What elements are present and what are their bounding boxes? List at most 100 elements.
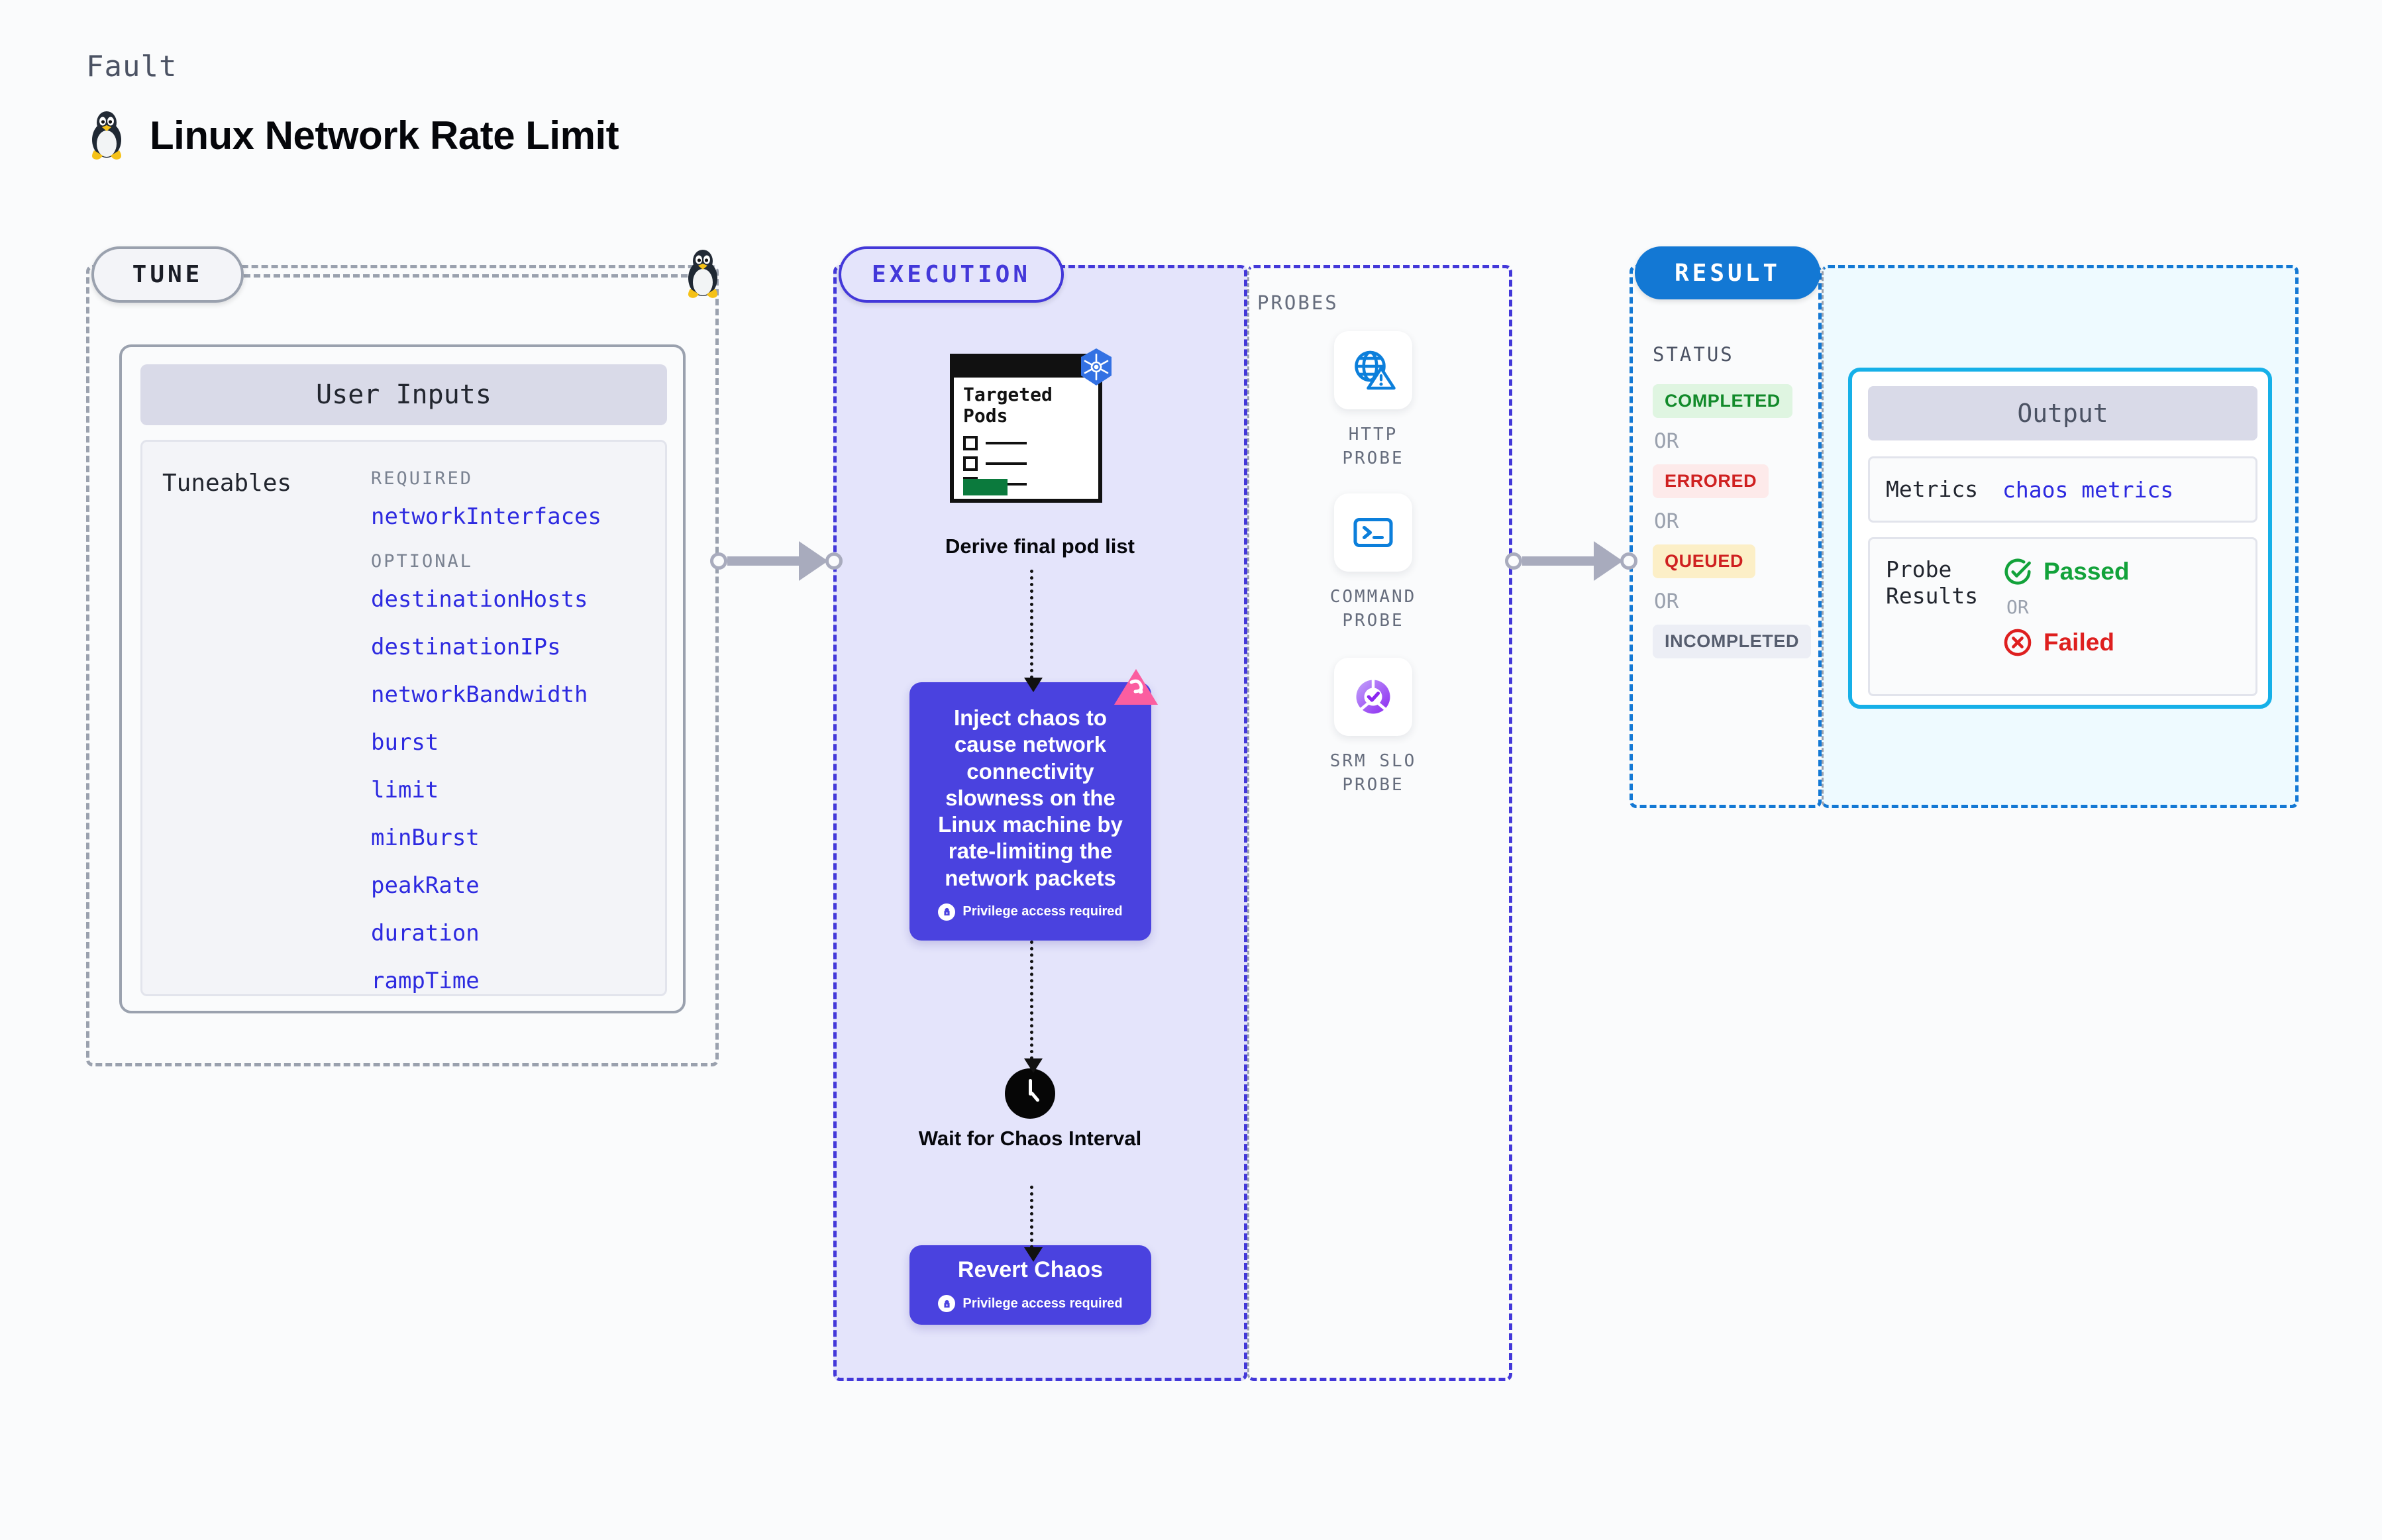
status-badge-errored: ERRORED [1653,464,1769,498]
privilege-note-text: Privilege access required [962,1296,1123,1311]
privilege-note-text: Privilege access required [962,904,1123,919]
or-separator: OR [1654,429,1679,453]
clock-icon [1005,1068,1055,1119]
result-pill[interactable]: RESULT [1635,246,1820,299]
connector-arrowhead [1594,541,1623,581]
output-title: Output [1868,386,2257,440]
status-badge-incompleted: INCOMPLETED [1653,625,1812,658]
probe-result-failed: Failed [2002,627,2130,658]
metrics-key: Metrics [1886,476,1979,502]
probe-results-values: Passed OR Failed [2002,539,2130,694]
or-separator: OR [1654,590,1679,613]
probes-section-panel [1247,265,1512,1381]
connector-bar [1522,556,1594,566]
checkbox-icon [963,456,978,471]
probe-label: SRM SLO PROBE [1329,751,1417,796]
tuneable-minBurst[interactable]: minBurst [371,825,480,851]
tuneable-burst[interactable]: burst [371,729,439,756]
tuneable-limit[interactable]: limit [371,777,439,803]
privilege-note: Privilege access required [909,1295,1151,1312]
tuneable-rampTime[interactable]: rampTime [371,968,480,994]
connector-bar [727,556,799,566]
page-title: Linux Network Rate Limit [150,113,619,158]
probe-http[interactable]: HTTP PROBE [1314,331,1433,471]
probes-title: PROBES [1257,291,1339,314]
status-badge-queued: QUEUED [1653,544,1756,578]
slo-donut-check-icon [1356,680,1390,714]
placeholder-line [986,442,1027,444]
probe-label: COMMAND PROBE [1329,587,1417,631]
connector-end-dot [825,552,843,570]
connector-start-dot [710,552,727,570]
linux-tux-icon [92,111,121,160]
execution-pill[interactable]: EXECUTION [839,246,1064,303]
probe-label: HTTP PROBE [1342,425,1404,469]
connector-tune-to-execution [710,541,843,581]
tuneables-label: Tuneables [162,470,292,497]
page-kicker: Fault [86,50,178,83]
result-section-panel [1630,265,1822,808]
lock-icon [938,1295,956,1312]
tuneables-body: Tuneables REQUIRED networkInterfaces OPT… [140,440,667,996]
list-item [963,436,1027,450]
tuneable-networkBandwidth[interactable]: networkBandwidth [371,682,588,708]
probe-tile [1334,331,1412,409]
x-circle-icon [2004,629,2032,656]
tuneables-group-required-label: REQUIRED [371,468,474,489]
tuneables-group-optional-label: OPTIONAL [371,551,474,572]
status-badge-completed: COMPLETED [1653,384,1792,418]
checkbox-icon [963,436,978,450]
page-header: Linux Network Rate Limit [86,109,619,161]
probe-tile [1334,493,1412,572]
flow-arrow-derive-to-inject [1024,570,1043,692]
tune-connector-line [244,274,688,278]
litmus-chaos-icon [1114,669,1158,705]
globe-warning-icon [1355,350,1396,390]
lock-icon [938,903,956,921]
tuneable-duration[interactable]: duration [371,920,480,947]
inject-chaos-text: Inject chaos to cause network connectivi… [938,705,1123,890]
or-separator: OR [2006,596,2029,618]
tune-section-panel [86,265,719,1066]
tuneables-list: REQUIRED networkInterfaces OPTIONAL dest… [371,468,656,1015]
tuneable-destinationIPs[interactable]: destinationIPs [371,634,561,660]
tuneable-networkInterfaces[interactable]: networkInterfaces [371,503,601,530]
inject-chaos-node[interactable]: Inject chaos to cause network connectivi… [909,669,1158,941]
connector-end-dot [1620,552,1637,570]
passed-label: Passed [2044,558,2130,585]
wait-for-chaos-label: Wait for Chaos Interval [918,1127,1142,1150]
output-metrics-row: Metrics chaos metrics [1868,456,2257,523]
connector-execution-to-result [1505,541,1637,581]
status-list: COMPLETED OR ERRORED OR QUEUED OR INCOMP… [1653,384,1812,658]
metrics-value[interactable]: chaos metrics [2002,476,2174,503]
progress-bar [963,479,1008,495]
tuneable-peakRate[interactable]: peakRate [371,872,480,899]
connector-arrowhead [799,541,828,581]
status-title: STATUS [1653,343,1734,366]
flow-arrow-wait-to-revert [1024,1186,1043,1262]
tuneable-destinationHosts[interactable]: destinationHosts [371,586,588,613]
linux-tux-icon-small [688,250,717,298]
failed-label: Failed [2044,629,2114,656]
probe-result-passed: Passed [2002,556,2130,587]
user-inputs-card: User Inputs Tuneables REQUIRED networkIn… [119,344,686,1013]
placeholder-line [986,462,1027,465]
probe-tile [1334,658,1412,736]
probe-srm-slo[interactable]: SRM SLO PROBE [1314,658,1433,797]
connector-start-dot [1505,552,1522,570]
check-circle-icon [2004,558,2031,585]
probe-command[interactable]: COMMAND PROBE [1314,493,1433,633]
kubernetes-icon [1081,348,1112,385]
derive-pod-list-label: Derive final pod list [945,535,1135,558]
tune-pill[interactable]: TUNE [91,246,244,303]
user-inputs-title: User Inputs [140,364,667,425]
list-item [963,456,1027,471]
flow-arrow-inject-to-wait [1024,941,1043,1073]
or-separator: OR [1654,509,1679,533]
